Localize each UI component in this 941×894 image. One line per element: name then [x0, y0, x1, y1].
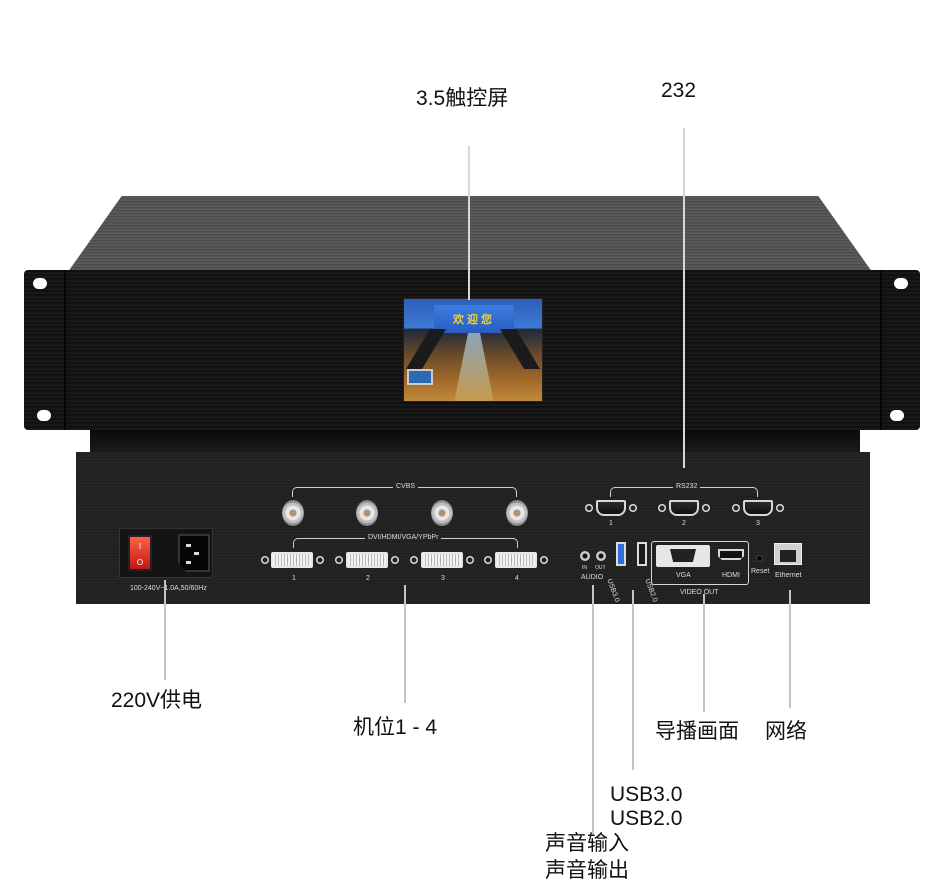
rs232-port-number: 1 — [609, 520, 613, 527]
audio-in-label: IN — [582, 565, 587, 571]
touch-screen-callout: 3.5触控屏 — [416, 87, 509, 110]
power-switch-off-mark: O — [136, 558, 144, 567]
leader-line-usb — [632, 590, 634, 770]
lcd-welcome-banner: 欢迎您 — [434, 305, 514, 333]
lcd-chairs-left — [406, 329, 446, 369]
rs232-port-number: 3 — [756, 520, 760, 527]
rack-ear-hole — [37, 410, 51, 421]
cvbs-port-3[interactable] — [431, 500, 453, 526]
rs232-port-1[interactable] — [596, 500, 626, 516]
dvi-group-label: DVI/HDMI/VGA/YPbPr — [365, 534, 442, 541]
lcd-welcome-text: 欢迎您 — [453, 314, 495, 326]
rs232-callout: 232 — [661, 79, 697, 102]
inlet-pin — [194, 552, 199, 555]
screw — [316, 556, 324, 564]
reset-button[interactable] — [756, 555, 763, 562]
leader-line-video-out — [703, 594, 705, 712]
usb2-callout: USB2.0 — [610, 807, 683, 830]
leader-line-audio — [592, 585, 594, 835]
rs232-port-number: 2 — [682, 520, 686, 527]
hdmi-label: HDMI — [722, 572, 740, 579]
rs232-label: RS232 — [673, 483, 701, 490]
hdmi-output-port[interactable] — [718, 549, 744, 560]
ac-power-inlet[interactable] — [178, 534, 210, 572]
touch-screen-display[interactable]: 欢迎您 — [403, 298, 543, 402]
cvbs-port-2[interactable] — [356, 500, 378, 526]
audio-in-callout: 声音输入 — [545, 832, 629, 855]
audio-out-jack[interactable] — [596, 551, 606, 561]
screw — [335, 556, 343, 564]
leader-line-touch-screen — [468, 146, 470, 300]
screw — [391, 556, 399, 564]
usb3-callout: USB3.0 — [610, 783, 683, 806]
leader-line-network — [789, 590, 791, 708]
rs232-port-3[interactable] — [743, 500, 773, 516]
dvi-input-1[interactable] — [271, 552, 313, 568]
usb3-port[interactable] — [616, 542, 626, 566]
screw — [732, 504, 740, 512]
cvbs-port-4[interactable] — [506, 500, 528, 526]
power-rating-label: 100-240V~1.0A,50/60Hz — [130, 585, 207, 592]
ethernet-port[interactable] — [774, 543, 802, 565]
screw — [702, 504, 710, 512]
screw — [466, 556, 474, 564]
rear-chassis-top — [90, 430, 860, 454]
screw — [585, 504, 593, 512]
lcd-tablet — [407, 369, 433, 385]
network-callout: 网络 — [765, 720, 807, 743]
dvi-input-3[interactable] — [421, 552, 463, 568]
cvbs-port-1[interactable] — [282, 500, 304, 526]
rack-ear-hole — [894, 278, 908, 289]
audio-label: AUDIO — [581, 574, 604, 581]
reset-label: Reset — [751, 568, 770, 575]
ethernet-label: Ethernet — [775, 572, 802, 579]
screw — [261, 556, 269, 564]
leader-line-rs232 — [683, 128, 685, 468]
dvi-input-4[interactable] — [495, 552, 537, 568]
leader-line-power — [164, 580, 166, 680]
director-output-callout: 导播画面 — [655, 720, 739, 743]
lcd-chairs-right — [500, 329, 540, 369]
vga-output-port[interactable] — [656, 545, 710, 567]
rack-ear-divider — [64, 270, 66, 430]
screw — [540, 556, 548, 564]
video-out-label: VIDEO OUT — [680, 589, 719, 596]
audio-out-callout: 声音输出 — [545, 859, 629, 882]
screw — [410, 556, 418, 564]
rack-ear-hole — [33, 278, 47, 289]
inlet-pin — [186, 561, 191, 564]
screw — [658, 504, 666, 512]
screw — [776, 504, 784, 512]
rack-ear-hole — [890, 410, 904, 421]
screw — [484, 556, 492, 564]
cvbs-label: CVBS — [393, 483, 419, 490]
power-module: I O — [119, 528, 213, 578]
dvi-port-number: 1 — [292, 575, 296, 582]
dvi-input-2[interactable] — [346, 552, 388, 568]
vga-label: VGA — [676, 572, 691, 579]
dvi-port-number: 4 — [515, 575, 519, 582]
dvi-port-number: 3 — [441, 575, 445, 582]
inlet-pin — [186, 544, 191, 547]
screw — [629, 504, 637, 512]
dvi-port-number: 2 — [366, 575, 370, 582]
rs232-port-2[interactable] — [669, 500, 699, 516]
chassis-top-panel — [65, 196, 875, 276]
lcd-conference-table — [454, 333, 494, 401]
power-callout: 220V供电 — [111, 689, 203, 712]
video-out-group — [651, 541, 749, 585]
audio-out-label: OUT — [595, 565, 606, 571]
leader-line-camera-inputs — [404, 585, 406, 703]
camera-inputs-callout: 机位1 - 4 — [353, 716, 438, 739]
audio-in-jack[interactable] — [580, 551, 590, 561]
power-switch[interactable]: I O — [128, 535, 152, 571]
usb2-port[interactable] — [637, 542, 647, 566]
rack-ear-divider — [880, 270, 882, 430]
power-switch-on-mark: I — [138, 542, 142, 551]
